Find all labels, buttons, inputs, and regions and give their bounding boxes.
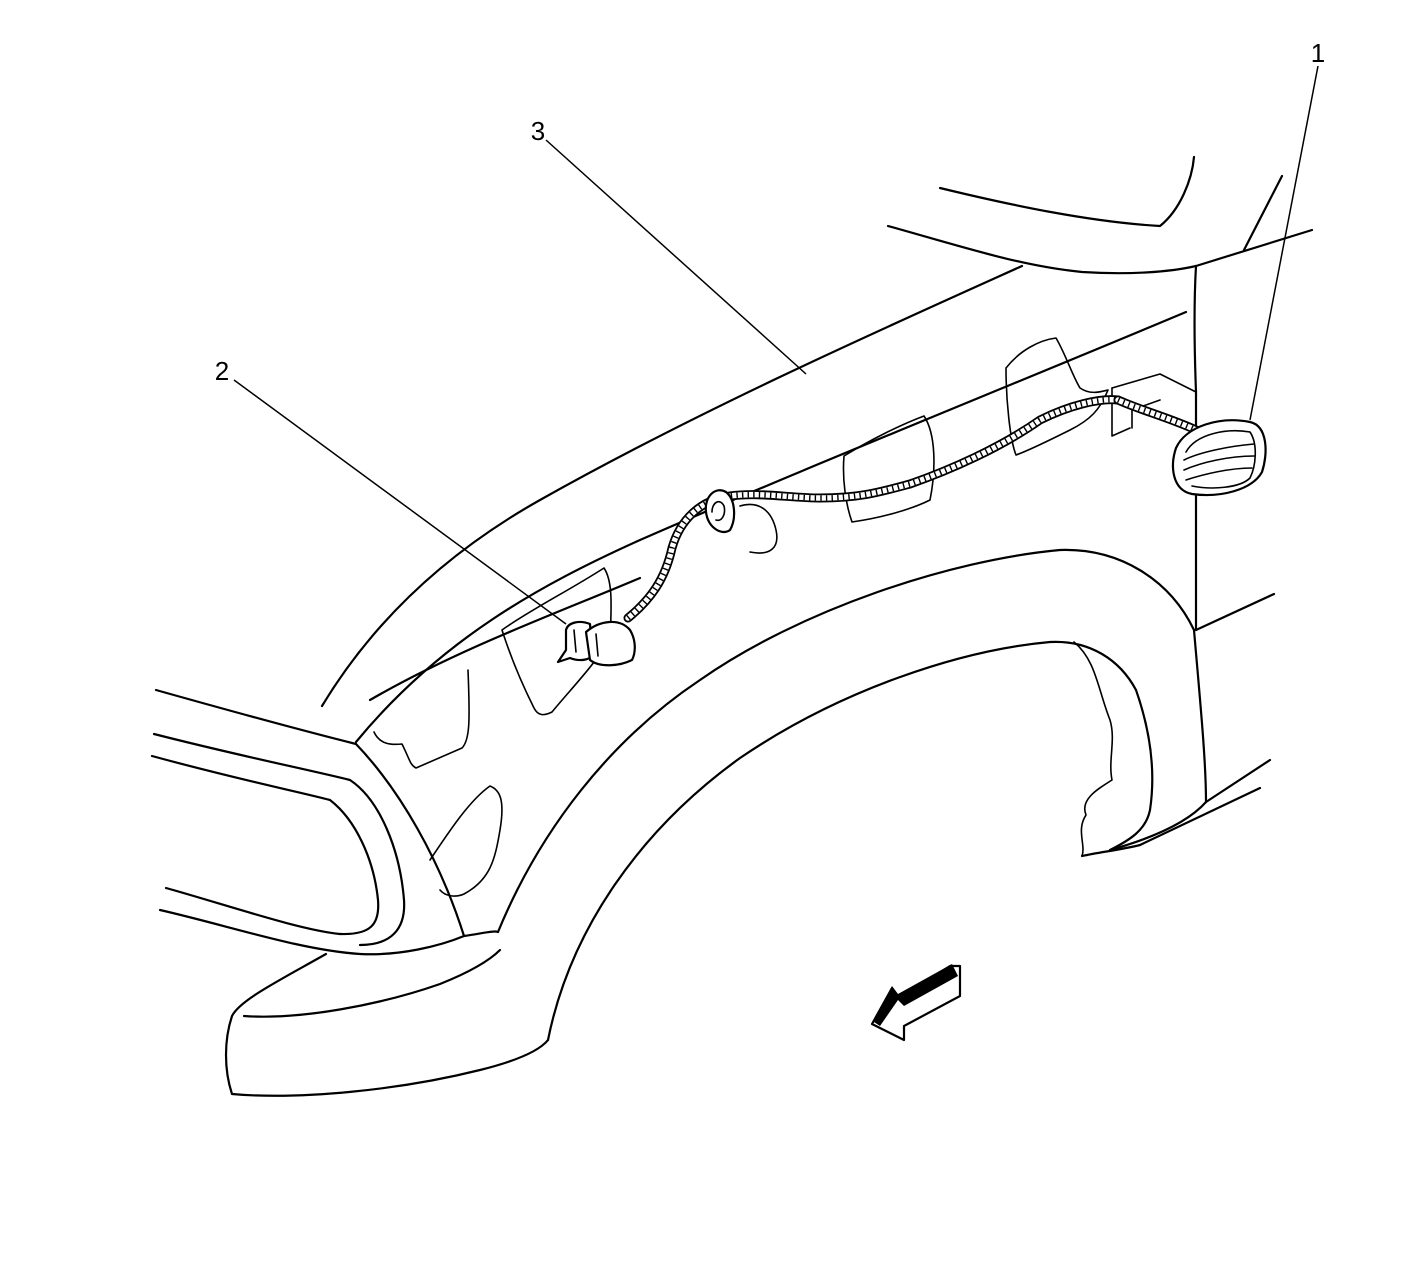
callout-3: 3	[531, 116, 545, 146]
callout-1: 1	[1311, 38, 1325, 68]
leader-lines	[233, 65, 1319, 625]
leader-line-1	[1249, 65, 1319, 421]
inner-panel-cutouts	[373, 337, 1109, 897]
cab-outline	[886, 155, 1314, 394]
leader-line-3	[545, 139, 807, 375]
side-marker-lamp	[1172, 419, 1267, 497]
harness-connector	[556, 620, 636, 667]
bumper-outline	[150, 688, 550, 1097]
front-direction-arrow-icon	[870, 964, 962, 1042]
callout-2: 2	[215, 356, 229, 386]
wiring-harness	[623, 395, 1201, 623]
callout-labels: 1 2 3	[215, 38, 1325, 386]
harness-grommet	[704, 489, 778, 554]
fender-outline	[368, 390, 1276, 1042]
leader-line-2	[233, 379, 567, 625]
